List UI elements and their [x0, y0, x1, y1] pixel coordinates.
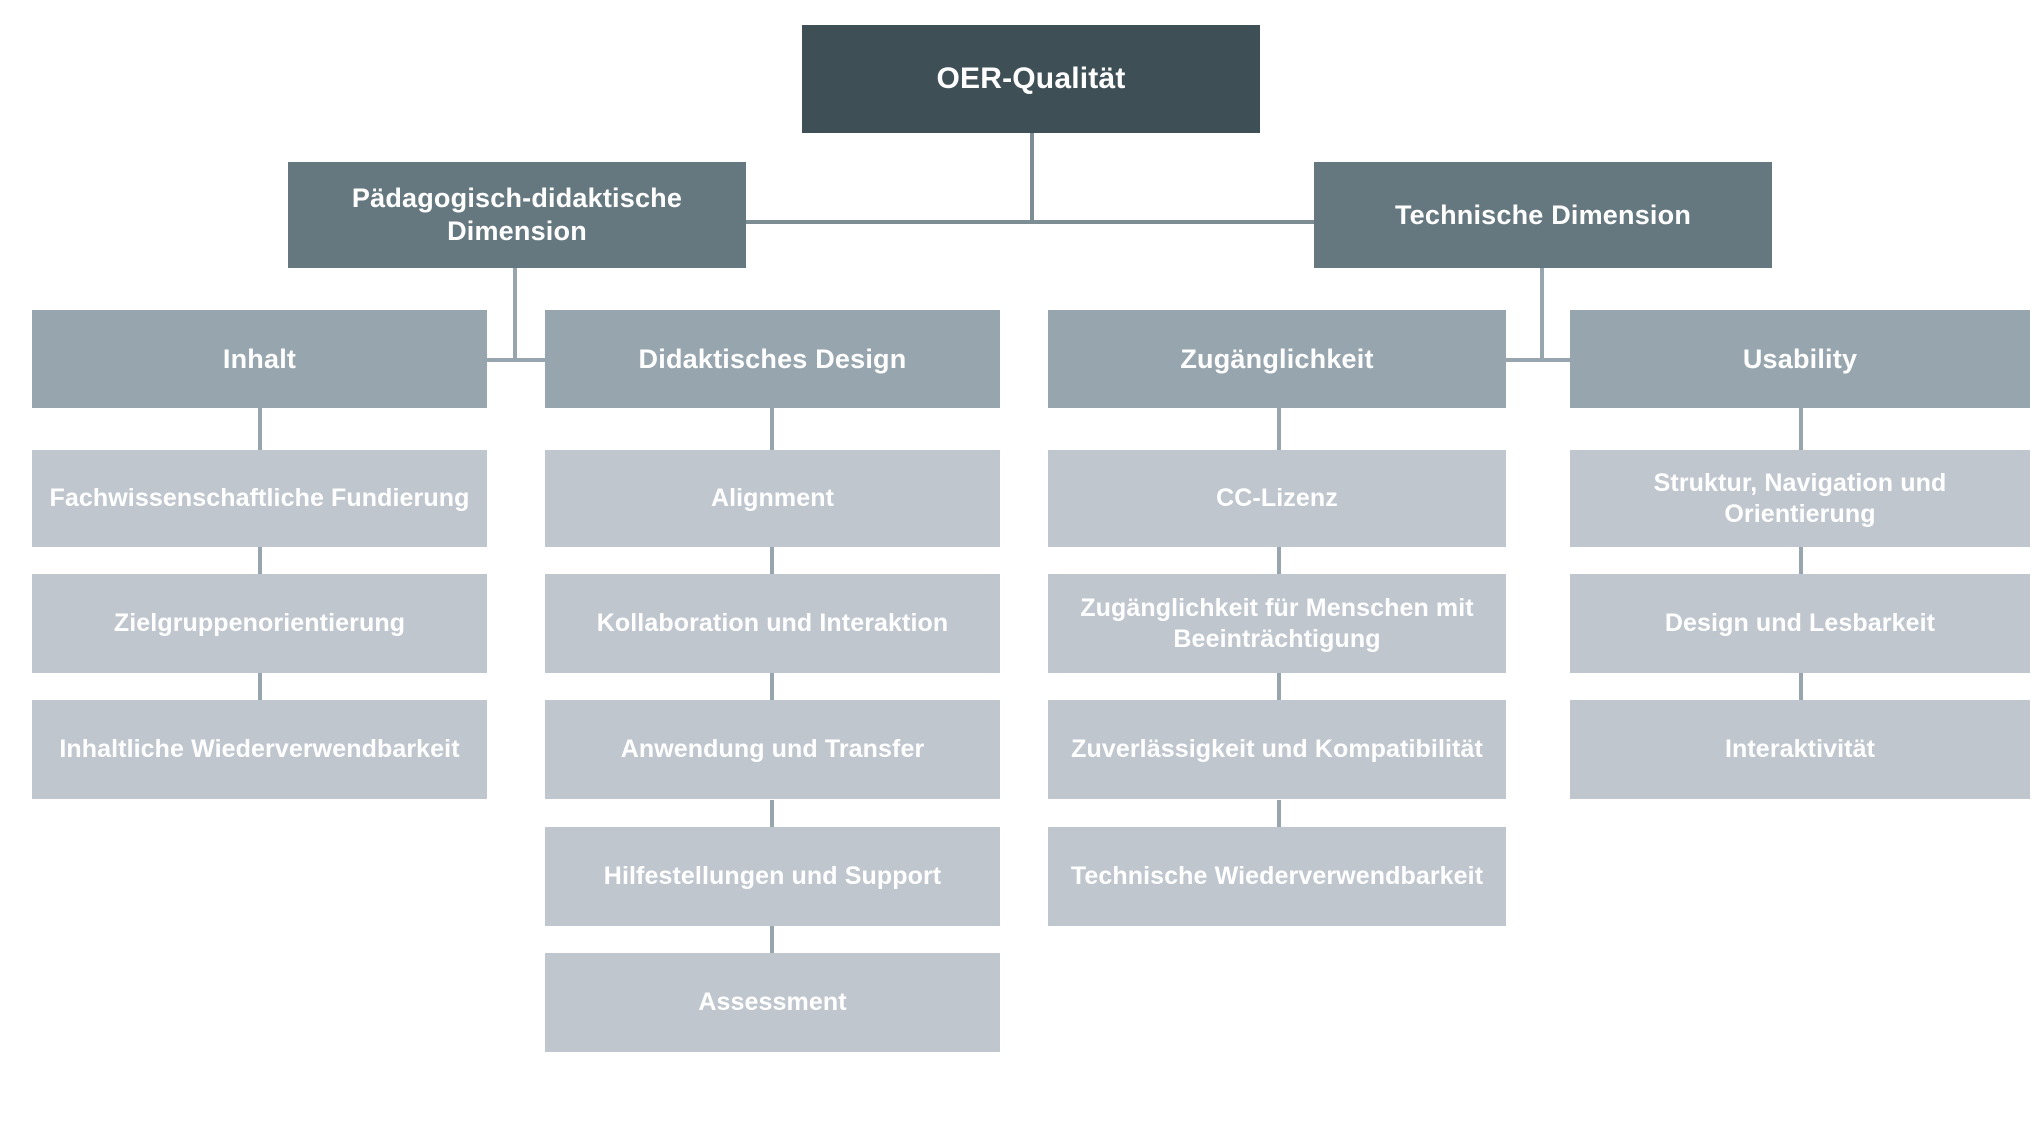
node-criterion-label: Anwendung und Transfer [620, 735, 925, 764]
node-criterion-label: Fachwissenschaftliche Fundierung [49, 484, 470, 513]
node-criterion[interactable]: Zugänglichkeit für Menschen mit Beeinträ… [1048, 574, 1506, 673]
connector-didaktik-2 [770, 547, 774, 574]
connector-usability-3 [1799, 673, 1803, 700]
node-criterion[interactable]: Kollaboration und Interaktion [545, 574, 1000, 673]
node-dimension-technisch[interactable]: Technische Dimension [1314, 162, 1772, 268]
node-category-didaktisches-design[interactable]: Didaktisches Design [545, 310, 1000, 408]
node-root-oer-qualitaet[interactable]: OER-Qualität [802, 25, 1260, 133]
node-category-label: Usability [1742, 343, 1858, 374]
connector-didaktik-4 [770, 800, 774, 827]
connector-dim-left-stem [513, 268, 517, 362]
node-criterion-label: Zugänglichkeit für Menschen mit Beeinträ… [1080, 594, 1474, 653]
node-dimension-label: Technische Dimension [1394, 199, 1692, 230]
node-category-zugaenglichkeit[interactable]: Zugänglichkeit [1048, 310, 1506, 408]
node-criterion[interactable]: Zielgruppenorientierung [32, 574, 487, 673]
connector-inhalt-2 [258, 547, 262, 574]
node-criterion[interactable]: Interaktivität [1570, 700, 2030, 799]
node-criterion[interactable]: Inhaltliche Wiederverwendbarkeit [32, 700, 487, 799]
node-criterion-label: CC-Lizenz [1216, 484, 1338, 513]
node-criterion[interactable]: Assessment [545, 953, 1000, 1052]
connector-usability-1 [1799, 408, 1803, 450]
node-root-label: OER-Qualität [936, 61, 1126, 95]
connector-dim-left-bar [258, 358, 770, 362]
connector-dim-right-stem [1540, 268, 1544, 362]
node-criterion[interactable]: CC-Lizenz [1048, 450, 1506, 547]
connector-root-bar [510, 220, 1553, 224]
node-criterion[interactable]: Alignment [545, 450, 1000, 547]
node-criterion-label: Technische Wiederverwendbarkeit [1070, 862, 1484, 891]
node-criterion-label: Assessment [698, 988, 847, 1017]
connector-inhalt-3 [258, 673, 262, 700]
connector-didaktik-3 [770, 673, 774, 700]
node-criterion[interactable]: Zuverlässigkeit und Kompatibilität [1048, 700, 1506, 799]
connector-zugang-2 [1277, 547, 1281, 574]
connector-inhalt-1 [258, 408, 262, 450]
node-criterion[interactable]: Hilfestellungen und Support [545, 827, 1000, 926]
node-criterion-label: Struktur, Navigation und Orientierung [1653, 469, 1947, 528]
node-criterion[interactable]: Technische Wiederverwendbarkeit [1048, 827, 1506, 926]
connector-zugang-1 [1277, 408, 1281, 450]
connector-usability-2 [1799, 547, 1803, 574]
node-criterion-label: Interaktivität [1724, 735, 1876, 764]
node-criterion-label: Alignment [710, 484, 835, 513]
connector-root-stem [1030, 133, 1034, 222]
node-category-usability[interactable]: Usability [1570, 310, 2030, 408]
node-category-label: Inhalt [222, 343, 297, 374]
node-criterion[interactable]: Fachwissenschaftliche Fundierung [32, 450, 487, 547]
node-dimension-label: Pädagogisch-didaktische Dimension [351, 183, 683, 246]
connector-zugang-3 [1277, 673, 1281, 700]
node-category-inhalt[interactable]: Inhalt [32, 310, 487, 408]
node-criterion-label: Hilfestellungen und Support [603, 862, 942, 891]
node-category-label: Didaktisches Design [638, 343, 907, 374]
node-criterion-label: Kollaboration und Interaktion [596, 609, 949, 638]
node-criterion[interactable]: Anwendung und Transfer [545, 700, 1000, 799]
node-dimension-paedagogisch-didaktisch[interactable]: Pädagogisch-didaktische Dimension [288, 162, 746, 268]
connector-zugang-4 [1277, 800, 1281, 827]
connector-didaktik-5 [770, 926, 774, 953]
node-criterion-label: Zielgruppenorientierung [113, 609, 406, 638]
node-category-label: Zugänglichkeit [1180, 343, 1374, 374]
connector-dim-right-bar [1277, 358, 1799, 362]
node-criterion[interactable]: Design und Lesbarkeit [1570, 574, 2030, 673]
node-criterion-label: Inhaltliche Wiederverwendbarkeit [59, 735, 460, 764]
node-criterion[interactable]: Struktur, Navigation und Orientierung [1570, 450, 2030, 547]
node-criterion-label: Zuverlässigkeit und Kompatibilität [1071, 735, 1483, 764]
node-criterion-label: Design und Lesbarkeit [1664, 609, 1936, 638]
connector-didaktik-1 [770, 408, 774, 450]
